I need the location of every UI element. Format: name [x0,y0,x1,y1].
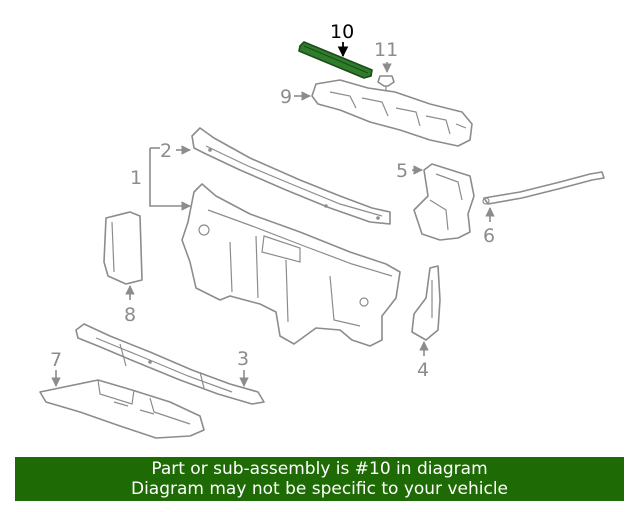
callout-7: 7 [50,349,62,371]
callout-2: 2 [160,140,172,162]
callout-labels: 10 11 9 2 1 5 6 8 4 3 7 [50,21,495,381]
callout-3: 3 [237,348,249,370]
part-11-clip [377,75,395,90]
callout-1: 1 [130,167,142,189]
part-6-brace [482,171,605,205]
part-10-seal-strip[interactable] [298,41,373,79]
callout-6: 6 [483,225,495,247]
part-1-radiator-support [181,183,401,347]
callout-5: 5 [396,160,408,182]
banner-line-2: Diagram may not be specific to your vehi… [130,479,508,499]
part-3-lower-tie-bar [75,323,265,405]
callout-11: 11 [374,39,398,61]
part-4-baffle [411,265,441,341]
info-banner: Part or sub-assembly is #10 in diagram D… [15,457,624,501]
callout-8: 8 [124,304,136,326]
callout-9: 9 [280,86,292,108]
part-2-upper-tie-bar [191,127,391,225]
callout-10: 10 [330,21,354,43]
banner-line-1: Part or sub-assembly is #10 in diagram [151,459,488,479]
part-8-deflector [103,211,143,285]
callout-4: 4 [417,359,429,381]
part-9-tie-bar-cover [311,79,473,147]
leader-lines [51,42,495,387]
part-7-lower-shield [39,379,205,439]
part-5-bracket [413,163,475,241]
